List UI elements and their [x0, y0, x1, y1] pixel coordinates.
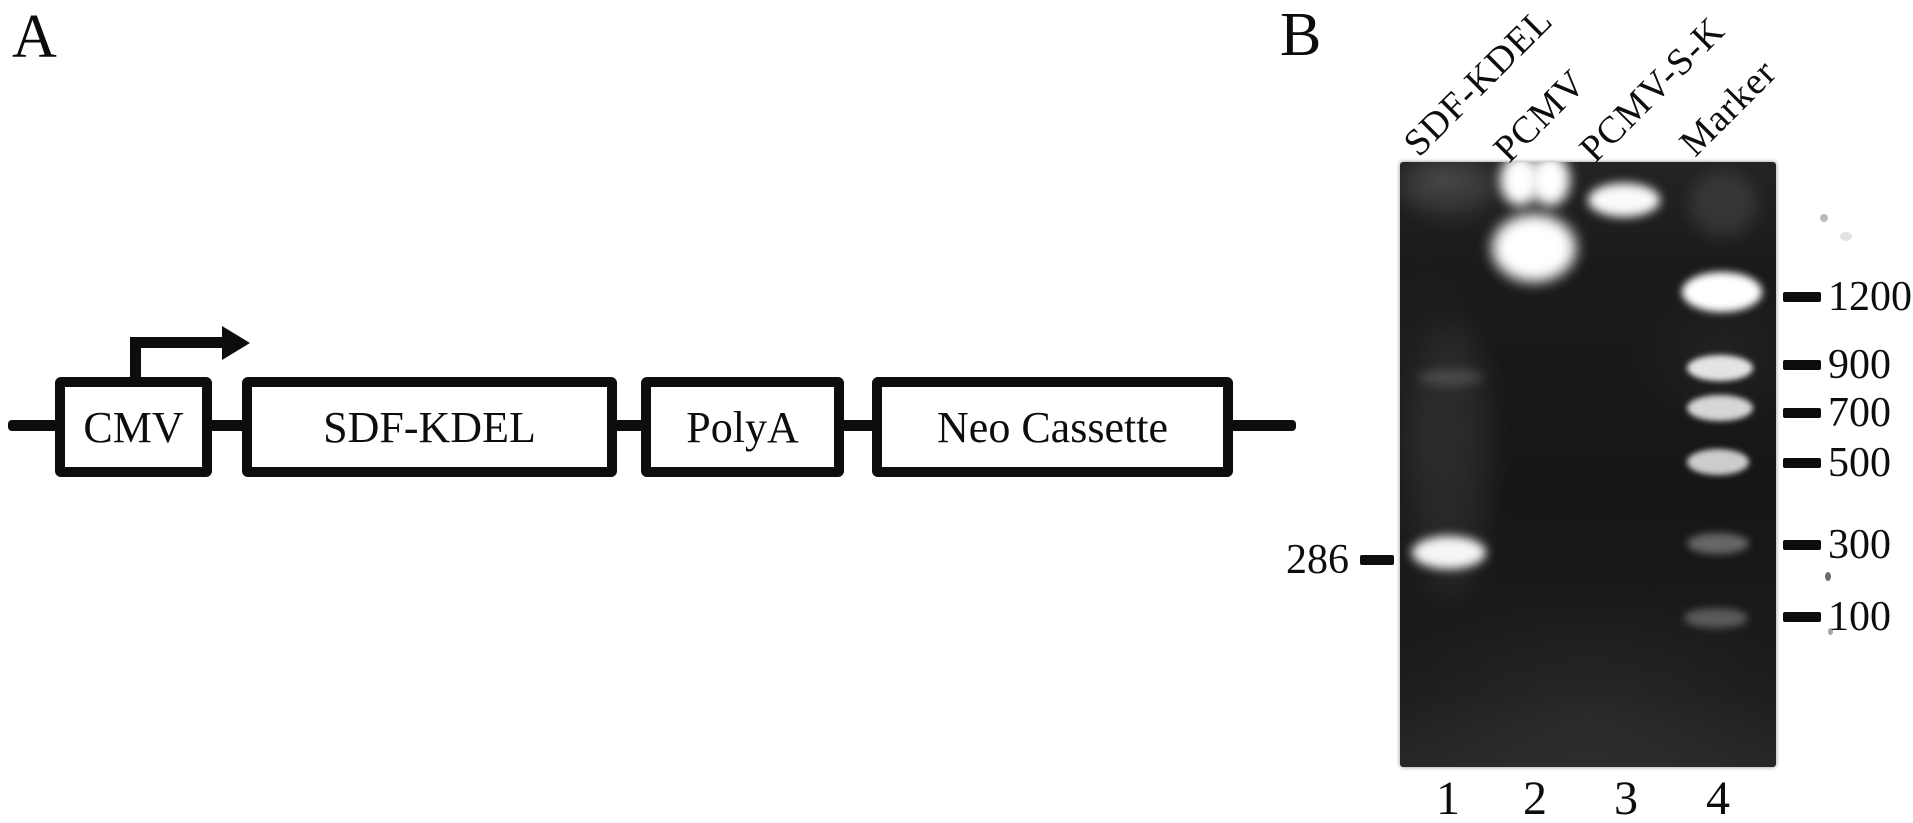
size-tick-700: [1783, 408, 1821, 418]
marker-top-smear: [1689, 171, 1757, 237]
marker-100-band: [1684, 608, 1748, 628]
size-tick-300: [1783, 540, 1821, 550]
speck-below-100-label: [1828, 628, 1833, 635]
size-label-500: 500: [1828, 440, 1891, 486]
size-tick-1200: [1783, 292, 1821, 302]
size-label-900: 900: [1828, 342, 1891, 388]
promoter-arrow-shaft: [130, 337, 224, 348]
panel-a-label: A: [12, 3, 57, 71]
size-label-286: 286: [1286, 537, 1349, 583]
construct-box-neo-cassette: Neo Cassette: [872, 377, 1233, 477]
lane1-286-band: [1412, 535, 1486, 569]
lane3-band: [1588, 183, 1660, 217]
size-label-100: 100: [1828, 594, 1891, 640]
speck-below-300-label: [1825, 572, 1831, 581]
lane2-blob-lobe-right: [1530, 162, 1570, 206]
marker-500-band: [1687, 449, 1749, 475]
lane2-blob-bulb: [1492, 214, 1576, 282]
lane-number-4: 4: [1706, 772, 1730, 823]
promoter-arrow-head-icon: [222, 326, 250, 360]
speck-above-1200-label: [1820, 214, 1828, 222]
construct-box-cmv-label: CMV: [83, 402, 184, 452]
construct-box-polya: PolyA: [641, 377, 844, 477]
construct-box-neo-cassette-label: Neo Cassette: [937, 402, 1168, 452]
marker-300-band: [1687, 532, 1749, 554]
smudge-right-of-gel-top: [1840, 232, 1852, 241]
promoter-arrow: [130, 326, 250, 396]
construct-box-cmv: CMV: [55, 377, 212, 477]
marker-900-band: [1687, 355, 1753, 381]
construct-box-sdf-kdel-label: SDF-KDEL: [323, 402, 536, 452]
size-label-300: 300: [1828, 522, 1891, 568]
lane1-faint-band: [1418, 368, 1484, 386]
lane-number-3: 3: [1614, 772, 1638, 823]
size-label-1200: 1200: [1828, 274, 1912, 320]
promoter-arrow-stem: [130, 340, 141, 394]
lane1-top-haze: [1402, 162, 1498, 220]
panel-b-label: B: [1280, 1, 1322, 69]
marker-1200-band: [1682, 272, 1762, 312]
size-label-700: 700: [1828, 390, 1891, 436]
size-tick-100: [1783, 612, 1821, 622]
construct-box-sdf-kdel: SDF-KDEL: [242, 377, 617, 477]
marker-700-band: [1687, 395, 1753, 421]
size-tick-286: [1360, 555, 1394, 565]
lane-number-2: 2: [1523, 772, 1547, 823]
construct-box-polya-label: PolyA: [686, 402, 799, 452]
lane-number-1: 1: [1436, 772, 1460, 823]
gel-image: [1400, 162, 1776, 767]
size-tick-900: [1783, 360, 1821, 370]
size-tick-500: [1783, 458, 1821, 468]
